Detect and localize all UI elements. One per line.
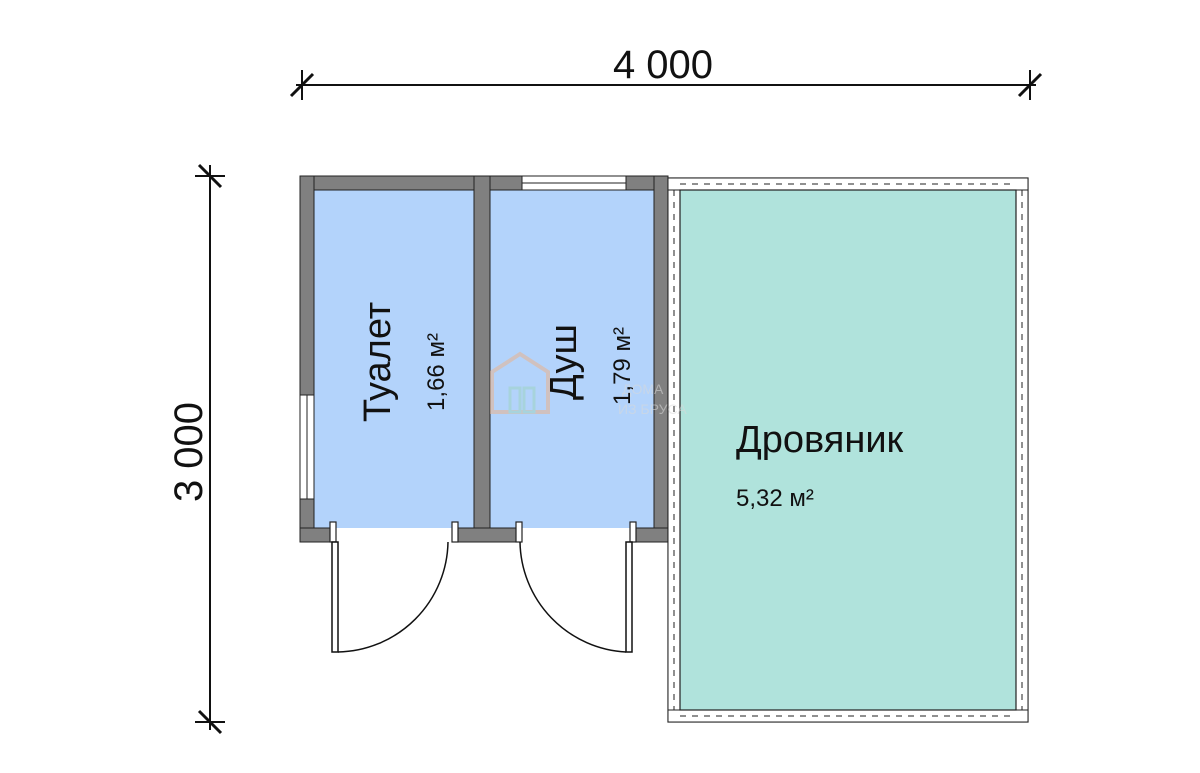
toilet-door bbox=[331, 541, 449, 653]
toilet-room-floor bbox=[314, 190, 474, 528]
woodshed-room-area: 5,32 м² bbox=[736, 485, 814, 512]
shower-door bbox=[519, 541, 633, 653]
watermark-line-2: ИЗ БРУСА bbox=[618, 401, 687, 417]
house-icon bbox=[490, 351, 550, 414]
watermark-line-1: ДОМА bbox=[622, 381, 664, 397]
woodshed-area bbox=[667, 177, 1029, 723]
watermark-logo: ДОМА ИЗ БРУСА bbox=[490, 351, 687, 417]
width-dimension-label: 4 000 bbox=[613, 43, 713, 87]
height-dimension-label: 3 000 bbox=[167, 402, 211, 502]
height-dimension: 3 000 bbox=[167, 163, 225, 735]
shower-room-name: Душ bbox=[543, 324, 585, 400]
woodshed-room-name: Дровяник bbox=[736, 419, 904, 461]
shower-room-floor bbox=[490, 190, 654, 528]
toilet-room-name: Туалет bbox=[357, 302, 399, 422]
toilet-window bbox=[299, 394, 315, 500]
shower-room-area: 1,79 м² bbox=[609, 327, 636, 405]
toilet-room-area: 1,66 м² bbox=[423, 333, 450, 411]
shower-window bbox=[521, 175, 627, 191]
width-dimension: 4 000 bbox=[289, 43, 1043, 100]
